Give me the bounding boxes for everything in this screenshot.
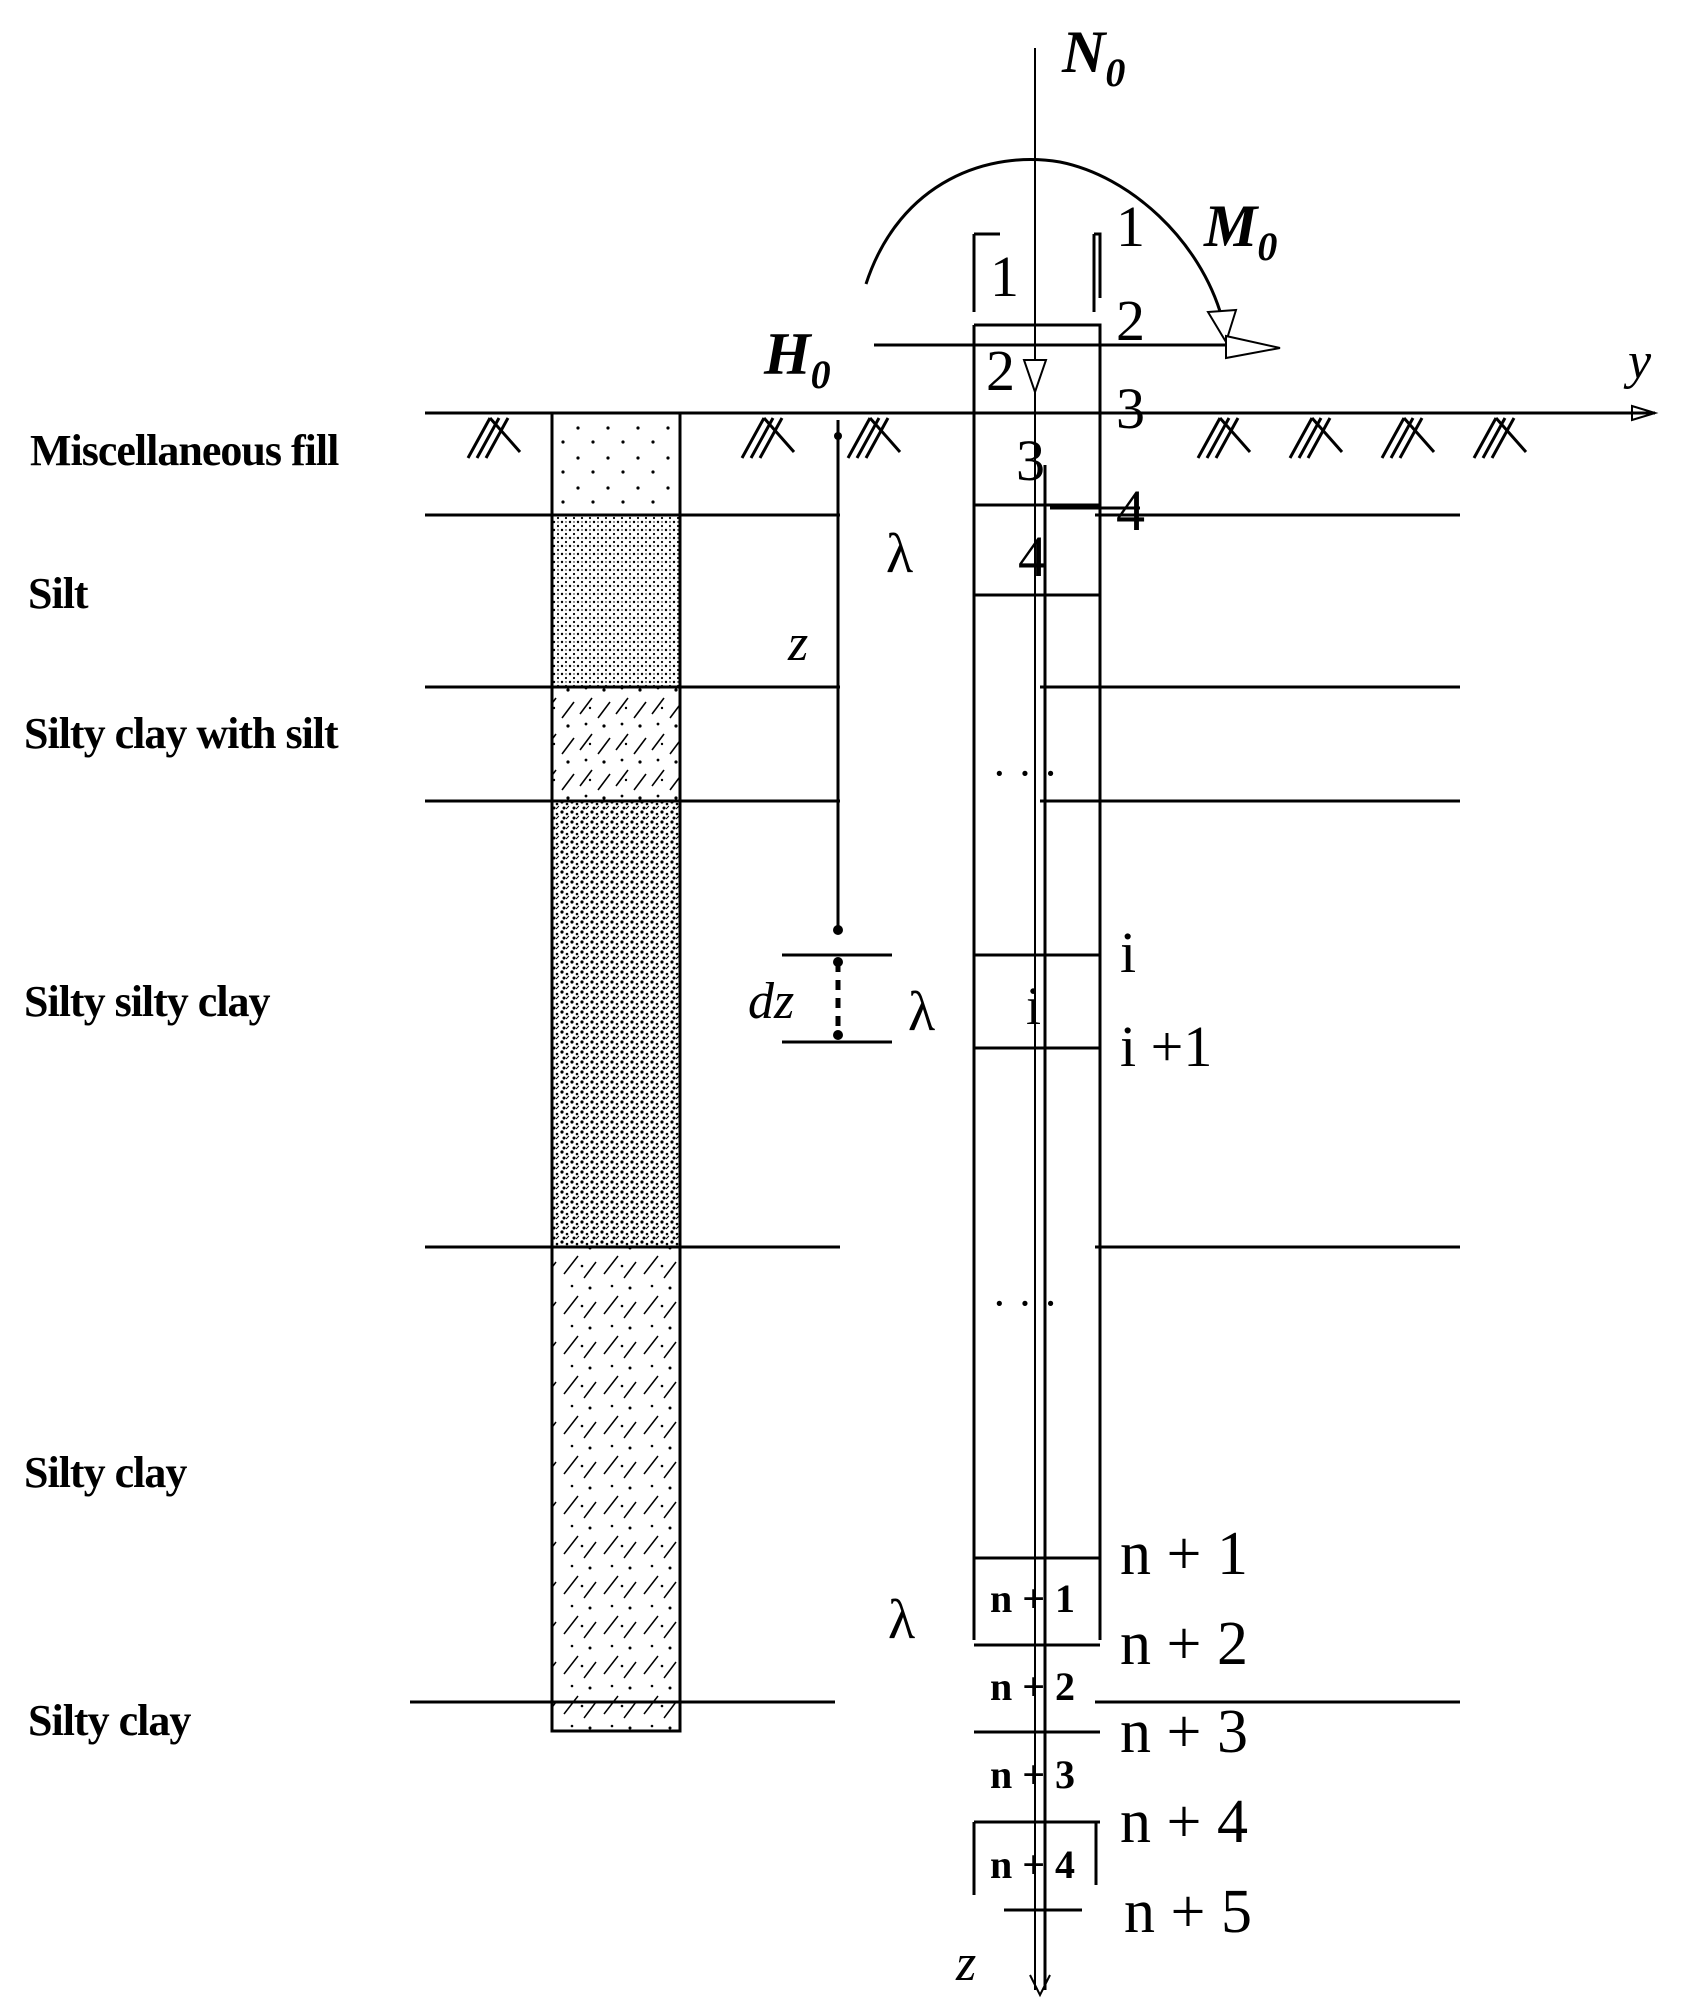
depth-dimension: z dz	[748, 420, 892, 1044]
node-2-label: 2	[1116, 288, 1145, 353]
node-4-label: 4	[1116, 478, 1145, 543]
soil-labels: Miscellaneous fill Silt Silty clay with …	[24, 426, 340, 1745]
soil-column	[550, 411, 682, 1733]
soil-label-silty-clay-1: Silty clay	[24, 1448, 187, 1497]
lambda-label-bottom: λ	[888, 1589, 915, 1651]
layer-fill-silty-silty-clay	[552, 801, 680, 1247]
y-axis: y	[1623, 333, 1659, 422]
segment-1-label: 1	[990, 244, 1019, 309]
segment-n2-label: n + 2	[990, 1664, 1075, 1709]
soil-label-silty-clay-with-silt: Silty clay with silt	[24, 709, 339, 758]
node-n2-label: n + 2	[1120, 1610, 1248, 1678]
segment-n1-label: n + 1	[990, 1576, 1075, 1621]
lambda-label-top: λ	[886, 523, 913, 585]
segment-i-label: i	[1026, 976, 1041, 1036]
node-n4-label: n + 4	[1120, 1788, 1248, 1856]
lambda-labels: λ λ λ	[886, 523, 935, 1651]
horizontal-load-label: H0	[763, 321, 831, 397]
segment-labels: 1 2 3 4 i n + 1 n + 2 n + 3 n + 4	[986, 244, 1075, 1887]
moment-arrow-head	[1206, 308, 1238, 345]
node-labels: 1 2 3 4 i i +1 n + 1 n + 2 n + 3 n + 4 n…	[1116, 194, 1252, 1946]
soil-label-misc-fill: Miscellaneous fill	[30, 426, 339, 475]
node-n5-label: n + 5	[1124, 1878, 1252, 1946]
lambda-label-mid: λ	[908, 981, 935, 1043]
horizontal-load-arrow	[1225, 334, 1281, 360]
node-3-label: 3	[1116, 376, 1145, 441]
layer-fill-silty-clay	[552, 1247, 680, 1731]
soil-label-silty-clay-2: Silty clay	[28, 1696, 191, 1745]
moment-arc	[864, 158, 1224, 319]
z-axis-label: z	[955, 1935, 976, 1992]
layer-boundaries	[410, 411, 1655, 1704]
node-i-label: i	[1120, 920, 1136, 985]
pile	[972, 48, 1140, 1998]
soil-label-silty-silty-clay: Silty silty clay	[24, 977, 271, 1026]
segment-4-label: 4	[1018, 524, 1047, 589]
ellipses: · · · · · ·	[992, 749, 1058, 1328]
node-i1-label: i +1	[1120, 1014, 1212, 1079]
ellipsis-upper: · · ·	[992, 749, 1058, 798]
node-n3-label: n + 3	[1120, 1698, 1248, 1766]
axial-load-label: N0	[1061, 19, 1125, 95]
depth-dz-label: dz	[748, 973, 794, 1030]
y-axis-label: y	[1623, 333, 1652, 390]
loads: N0 M0 H0	[763, 19, 1281, 397]
soil-label-silt: Silt	[28, 569, 89, 618]
depth-z-label: z	[787, 615, 808, 672]
node-1-label: 1	[1116, 194, 1145, 259]
axial-load-arrow	[1022, 359, 1048, 396]
ellipsis-lower: · · ·	[992, 1279, 1058, 1328]
moment-label: M0	[1203, 193, 1277, 269]
segment-3-label: 3	[1016, 428, 1045, 493]
segment-n4-label: n + 4	[990, 1842, 1075, 1887]
node-n1-label: n + 1	[1120, 1520, 1248, 1588]
layer-fill-silt	[552, 515, 680, 687]
layer-fill-misc	[552, 413, 680, 515]
layer-fill-siltyclay-silt	[552, 687, 680, 801]
segment-2-label: 2	[986, 338, 1015, 403]
segment-n3-label: n + 3	[990, 1752, 1075, 1797]
